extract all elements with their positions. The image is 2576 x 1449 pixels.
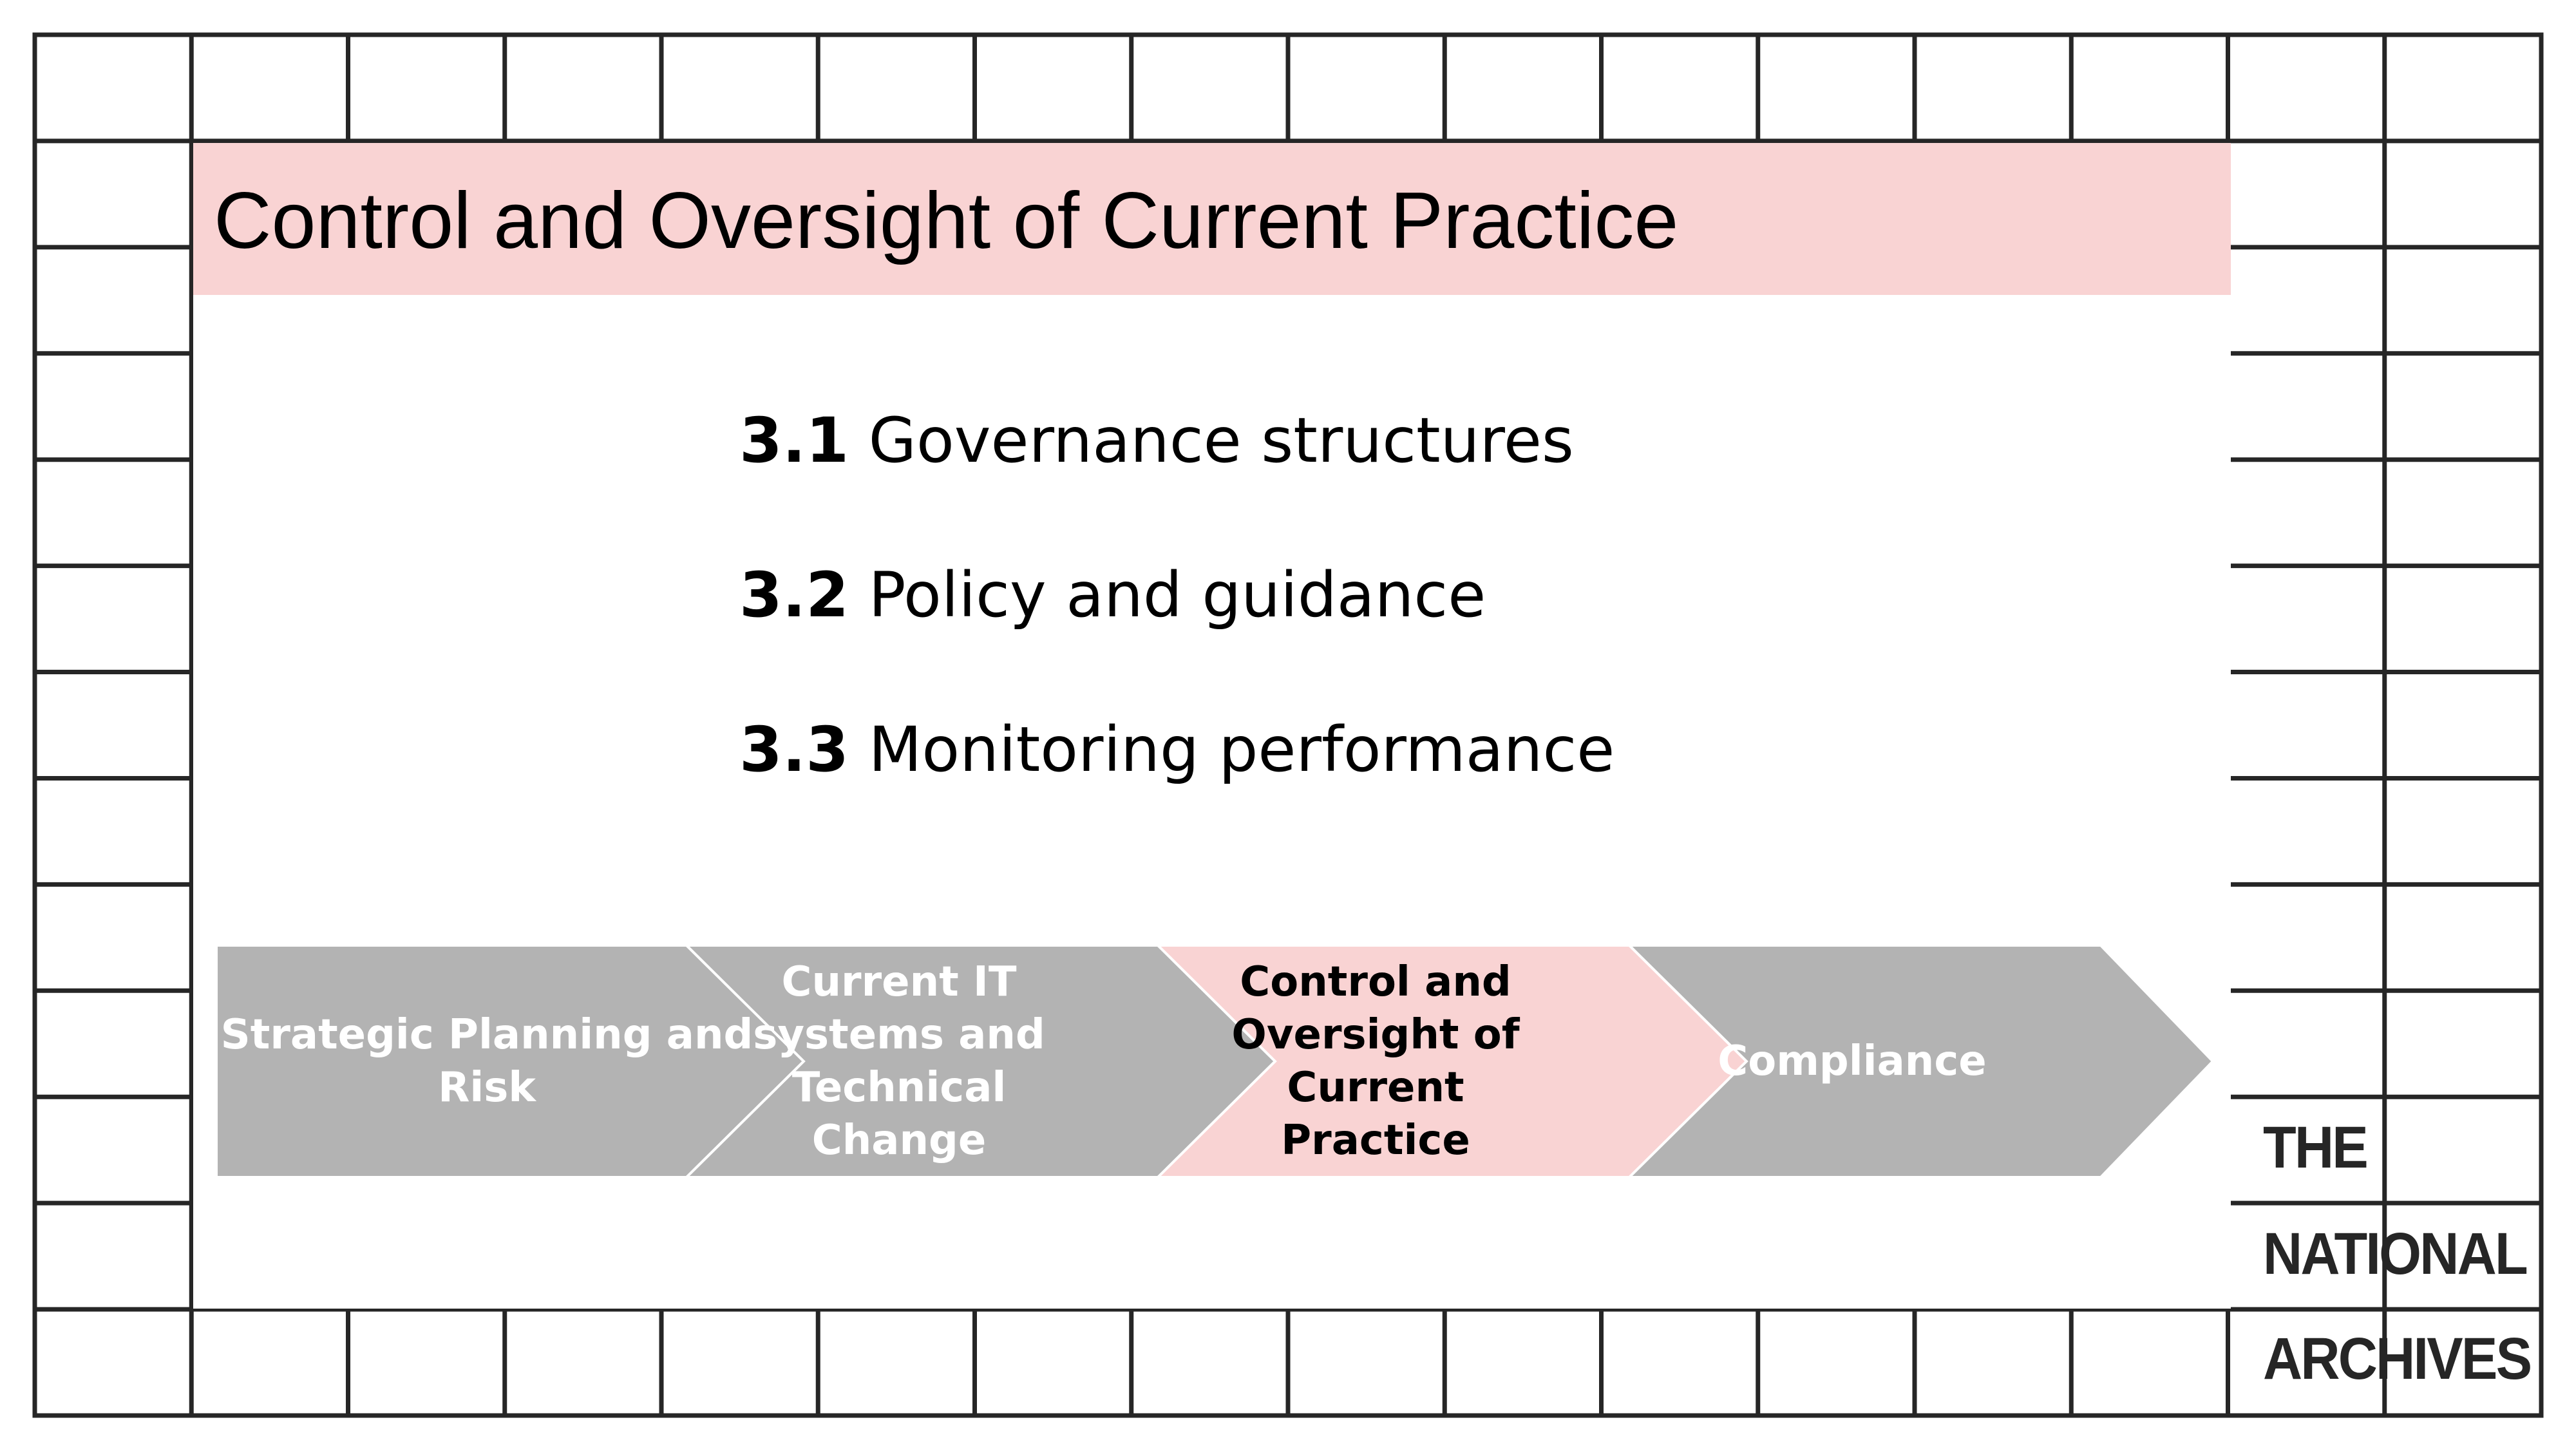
page-title: Control and Oversight of Current Practic… [214, 176, 1679, 265]
agenda-item-policy: 3.2 Policy and guidance [739, 559, 1486, 631]
agenda-item-number: 3.3 [739, 714, 849, 786]
chevron-control-oversight [1156, 945, 1748, 1177]
step-label-strategic-planning: Strategic Planning and Risk [220, 1011, 753, 1112]
agenda-item-monitoring: 3.3 Monitoring performance [739, 714, 1615, 786]
chevron-compliance [1627, 945, 2213, 1177]
chevron-current-it [685, 945, 1277, 1177]
agenda-item-number: 3.2 [739, 559, 849, 631]
process-chevron-bar: Strategic Planning and Risk Current IT s… [216, 945, 2213, 1177]
agenda-item-number: 3.1 [739, 404, 849, 477]
logo-national: NATIONAL [2263, 1221, 2528, 1287]
agenda-item-governance: 3.1 Governance structures [739, 404, 1574, 477]
agenda-item-text: Policy and guidance [868, 559, 1486, 631]
step-label-control-oversight: Control and Oversight of Current Practic… [1231, 958, 1520, 1164]
agenda-item-text: Monitoring performance [868, 714, 1615, 786]
logo-the: THE [2263, 1115, 2369, 1180]
step-label-compliance: Compliance [1718, 1037, 1987, 1085]
logo-archives: ARCHIVES [2263, 1326, 2532, 1392]
title-bar: Control and Oversight of Current Practic… [193, 143, 2231, 295]
agenda-item-text: Governance structures [868, 404, 1574, 477]
step-label-current-it: Current IT systems and Technical Change [753, 958, 1045, 1164]
